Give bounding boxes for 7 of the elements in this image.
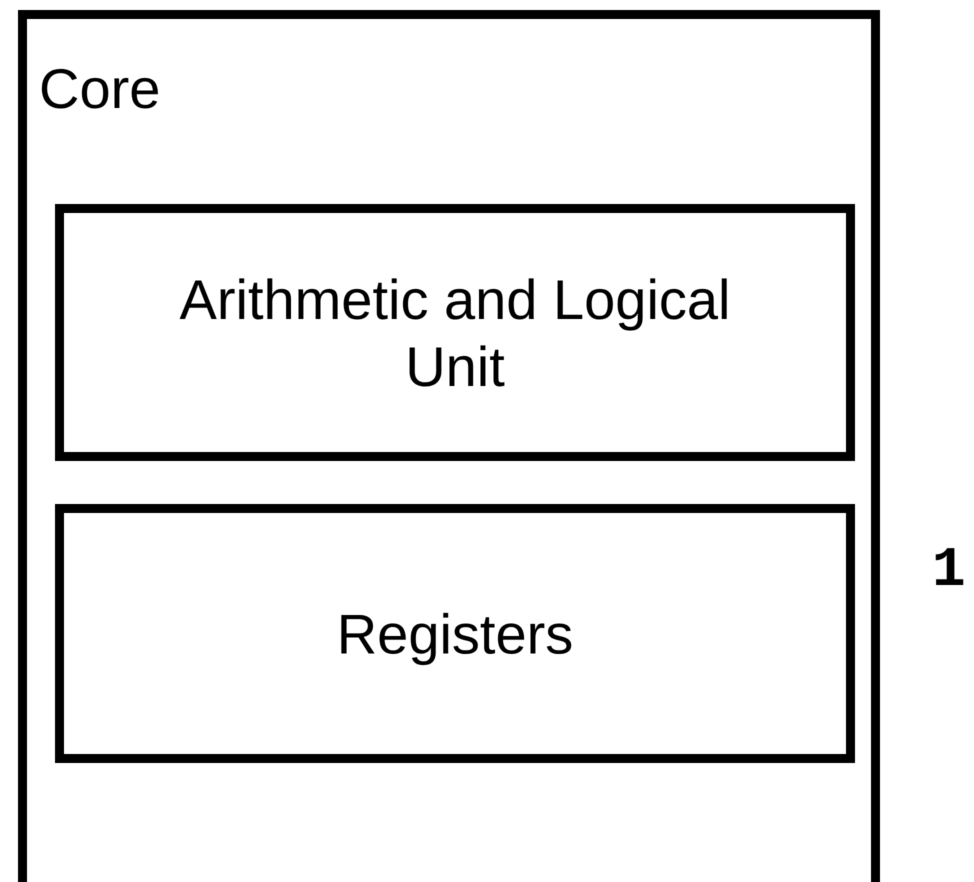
container-box: [18, 10, 880, 882]
box-label: Arithmetic and Logical Unit: [178, 266, 732, 400]
component-box: [55, 504, 855, 763]
component-box: [55, 204, 855, 461]
box-label: Registers: [336, 600, 574, 668]
callout-number: 1: [932, 538, 966, 602]
container-title: Core: [39, 56, 160, 122]
